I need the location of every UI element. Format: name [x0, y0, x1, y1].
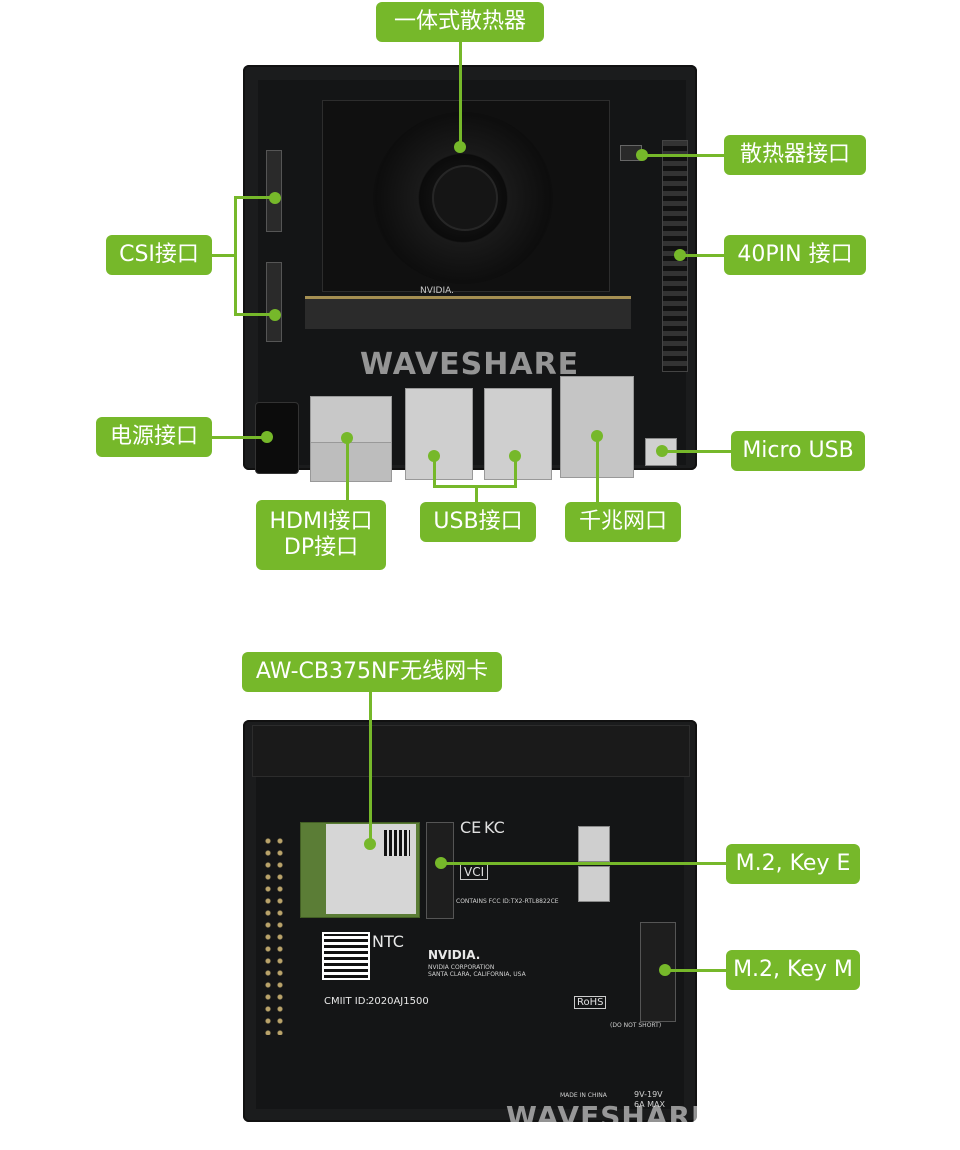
santa-clara-text: SANTA CLARA, CALIFORNIA, USA — [428, 971, 526, 978]
ntc-logo: NTC — [372, 932, 404, 951]
label-40pin: 40PIN 接口 — [724, 235, 866, 275]
inductor-1 — [578, 826, 610, 862]
dot-usb-2 — [509, 450, 521, 462]
kc-mark: KC — [484, 818, 505, 837]
made-in-china-text: MADE IN CHINA — [560, 1092, 607, 1099]
fan-hub — [432, 165, 498, 231]
label-hdmi-dp: HDMI接口 DP接口 — [256, 500, 386, 570]
label-csi: CSI接口 — [106, 235, 212, 275]
dot-usb-1 — [428, 450, 440, 462]
usb-port-stack-1 — [405, 388, 473, 480]
nvidia-logo: NVIDIA. — [428, 948, 481, 962]
leader-fan-port — [640, 154, 724, 157]
som-connector — [305, 296, 631, 329]
leader-heatsink — [459, 42, 462, 148]
dot-heatsink — [454, 141, 466, 153]
label-m2-key-m: M.2, Key M — [726, 950, 860, 990]
leader-ethernet — [596, 436, 599, 502]
label-fan-port: 散热器接口 — [724, 135, 866, 175]
rohs-mark: RoHS — [574, 996, 607, 1009]
power-spec-text: 9V-19V — [634, 1090, 663, 1099]
dot-ethernet — [591, 430, 603, 442]
csi-connector-1 — [266, 150, 282, 232]
leader-wifi-card — [369, 692, 372, 844]
leader-csi-bottom — [234, 313, 274, 316]
inductor-2 — [578, 866, 610, 902]
label-power: 电源接口 — [96, 417, 212, 457]
enclosure-rim-top — [252, 725, 690, 777]
csi-connector-2 — [266, 262, 282, 342]
leader-hdmi — [346, 438, 349, 500]
cmiit-label: CMIIT ID: — [324, 996, 369, 1007]
label-ethernet: 千兆网口 — [565, 502, 681, 542]
label-dp-text: DP接口 — [283, 535, 359, 560]
dot-csi-1 — [269, 192, 281, 204]
leader-usb-bar — [433, 485, 517, 488]
ce-mark: CE — [460, 818, 482, 837]
label-wifi-card: AW-CB375NF无线网卡 — [242, 652, 502, 692]
gpio-pads — [262, 835, 286, 1035]
nvidia-corp-text: NVIDIA CORPORATION — [428, 964, 495, 971]
leader-usb-left — [433, 456, 436, 488]
nvidia-module-label: NVIDIA. — [420, 286, 454, 296]
leader-m2-key-e — [440, 862, 726, 865]
wifi-qr — [384, 830, 410, 856]
cmiit-id: 2020AJ1500 — [368, 996, 429, 1007]
leader-csi-top — [234, 196, 274, 199]
leader-micro-usb — [660, 450, 731, 453]
leader-power — [212, 436, 266, 439]
do-not-short-text: (DO NOT SHORT) — [610, 1022, 662, 1029]
leader-csi-bracket — [234, 196, 237, 316]
label-m2-key-e: M.2, Key E — [726, 844, 860, 884]
dot-fan-port — [636, 149, 648, 161]
fcc-text: CONTAINS FCC ID:TX2-RTL8822CE — [456, 898, 559, 905]
dot-40pin — [674, 249, 686, 261]
dot-hdmi — [341, 432, 353, 444]
dot-micro-usb — [656, 445, 668, 457]
vci-mark: VCI — [460, 864, 489, 880]
leader-m2-key-m — [664, 969, 726, 972]
label-hdmi-text: HDMI接口 — [269, 509, 373, 534]
m2-key-e-slot — [426, 822, 454, 919]
hdmi-port — [310, 442, 392, 482]
label-usb: USB接口 — [420, 502, 536, 542]
dot-wifi-card — [364, 838, 376, 850]
dot-m2-key-m — [659, 964, 671, 976]
leader-csi — [212, 254, 236, 257]
label-micro-usb: Micro USB — [731, 431, 865, 471]
qr-code — [322, 932, 370, 980]
watermark-bottom: WAVESHARE — [506, 1100, 712, 1133]
dot-power — [261, 431, 273, 443]
power-max-text: 6A MAX — [634, 1100, 665, 1109]
leader-usb-right — [514, 456, 517, 488]
watermark-top: WAVESHARE — [360, 347, 580, 382]
leader-usb-stem — [475, 486, 478, 502]
usb-port-stack-2 — [484, 388, 552, 480]
label-heatsink: 一体式散热器 — [376, 2, 544, 42]
leader-40pin — [680, 254, 724, 257]
dot-m2-key-e — [435, 857, 447, 869]
dot-csi-2 — [269, 309, 281, 321]
